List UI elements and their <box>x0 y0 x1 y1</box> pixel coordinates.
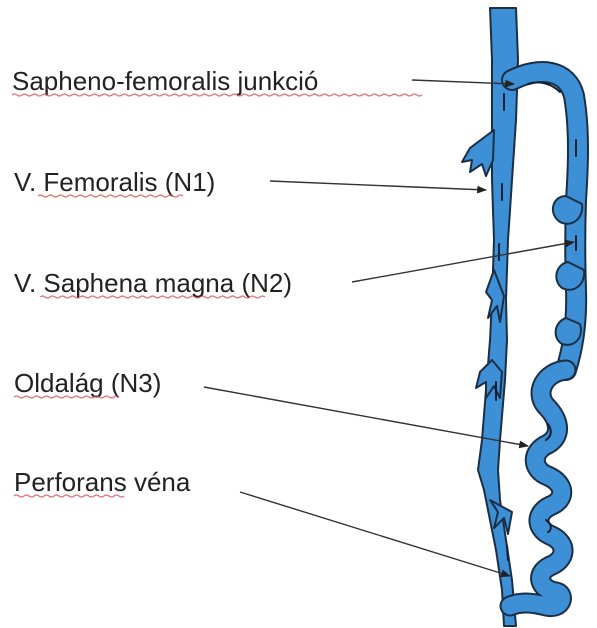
femoral-valve-tuft-upper <box>462 130 494 176</box>
label-femoral: V. Femoralis (N1) <box>14 167 215 197</box>
label-side-branch: Oldalág (N3) <box>14 368 161 398</box>
vein-illustration <box>462 8 584 626</box>
label-saphena: V. Saphena magna (N2) <box>14 268 292 298</box>
labels: Sapheno-femoralis junkció V. Femoralis (… <box>12 66 422 497</box>
label-sfj: Sapheno-femoralis junkció <box>12 66 318 96</box>
leader-lines <box>204 80 574 576</box>
leader-perforator <box>240 492 510 576</box>
saphena-varix-3 <box>556 318 581 345</box>
leader-side-branch <box>204 387 528 446</box>
femoral-vein-shape <box>478 8 518 626</box>
label-perforator: Perforans véna <box>14 467 191 497</box>
leader-femoral <box>270 181 486 190</box>
leader-saphena <box>352 242 574 282</box>
